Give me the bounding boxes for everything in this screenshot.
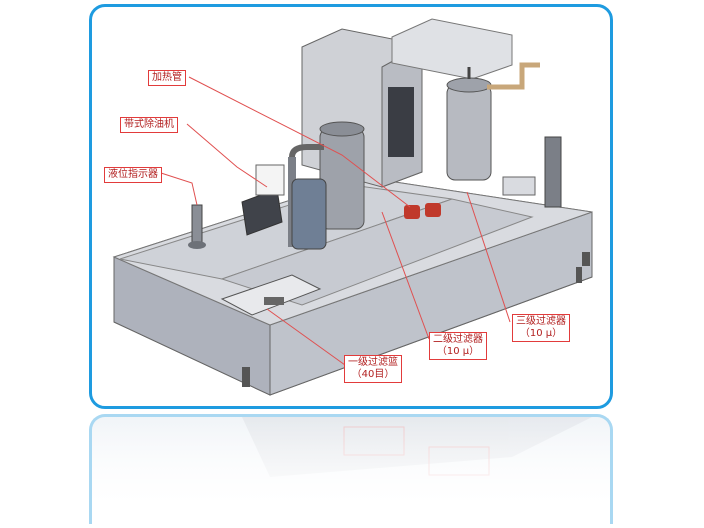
- callout-second-filter: 二级过滤器 （10 μ）: [429, 332, 487, 360]
- callout-first-basket-spec: （40目）: [351, 369, 395, 380]
- callout-third-filter-name: 三级过滤器: [516, 316, 566, 327]
- machine-illustration: [112, 18, 593, 396]
- callout-first-basket: 一级过滤篮 （40目）: [344, 355, 402, 383]
- callout-level-indicator-label: 液位指示器: [108, 169, 158, 180]
- image-reflection: [89, 414, 613, 524]
- callout-first-basket-name: 一级过滤篮: [348, 357, 398, 368]
- callout-second-filter-name: 二级过滤器: [433, 334, 483, 345]
- callout-heating-tube: 加热管: [148, 70, 186, 86]
- callout-belt-skimmer: 带式除油机: [120, 117, 178, 133]
- callout-belt-skimmer-label: 带式除油机: [124, 119, 174, 130]
- callout-level-indicator: 液位指示器: [104, 167, 162, 183]
- reflection-fade: [92, 417, 610, 524]
- callout-third-filter-spec: （10 μ）: [519, 328, 563, 339]
- callout-second-filter-spec: （10 μ）: [436, 346, 480, 357]
- callout-third-filter: 三级过滤器 （10 μ）: [512, 314, 570, 342]
- image-frame: 加热管 带式除油机 液位指示器 三级过滤器 （10 μ） 二级过滤器 （10 μ…: [89, 4, 613, 409]
- callout-heating-tube-label: 加热管: [152, 72, 182, 83]
